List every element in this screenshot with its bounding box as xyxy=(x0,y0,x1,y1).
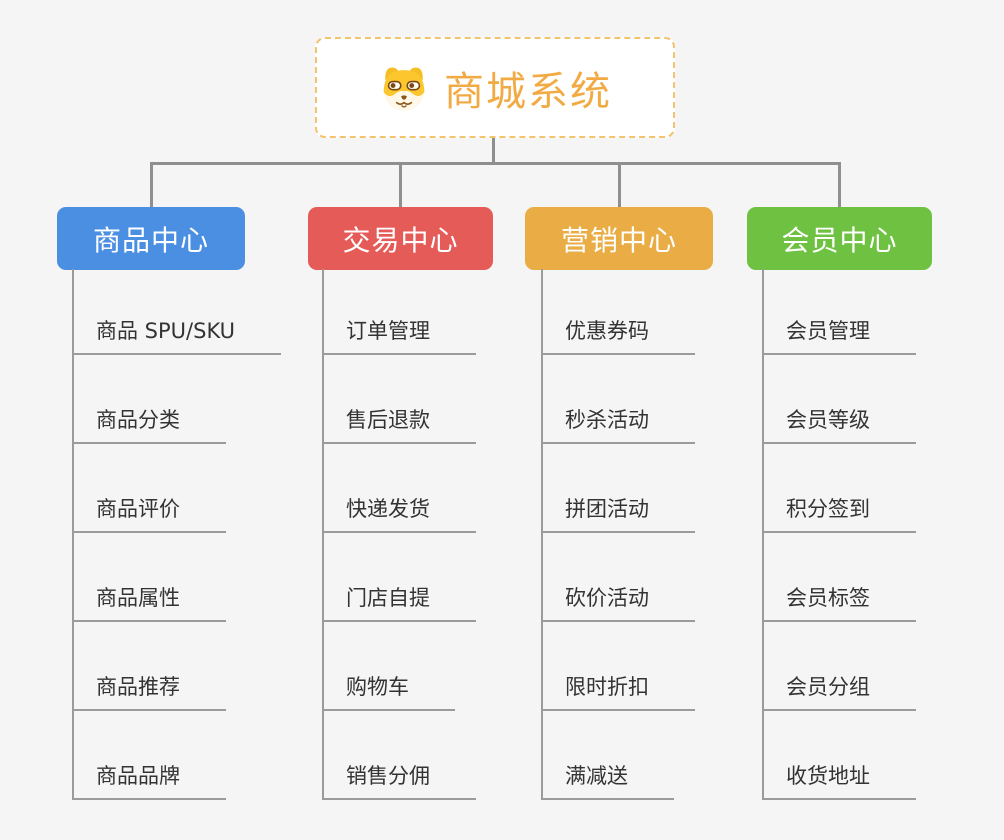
leaf-node[interactable]: 商品分类 xyxy=(74,355,226,444)
leaf-node-label: 快递发货 xyxy=(346,497,430,521)
connector-drop-4 xyxy=(838,162,841,208)
branch-children-marketing-center: 优惠券码 秒杀活动 拼团活动 砍价活动 限时折扣 满减送 xyxy=(541,269,695,800)
leaf-node[interactable]: 限时折扣 xyxy=(543,622,695,711)
leaf-node-label: 砍价活动 xyxy=(565,586,649,610)
leaf-node[interactable]: 积分签到 xyxy=(764,444,916,533)
leaf-node[interactable]: 快递发货 xyxy=(324,444,476,533)
leaf-node[interactable]: 会员等级 xyxy=(764,355,916,444)
branch-node-trade-center[interactable]: 交易中心 xyxy=(308,207,493,270)
leaf-node-label: 限时折扣 xyxy=(565,675,649,699)
root-node[interactable]: 商城系统 xyxy=(315,37,675,138)
leaf-node[interactable]: 商品推荐 xyxy=(74,622,226,711)
connector-root-stem xyxy=(492,137,495,165)
leaf-node[interactable]: 订单管理 xyxy=(324,269,476,355)
leaf-node[interactable]: 收货地址 xyxy=(764,711,916,800)
leaf-node[interactable]: 购物车 xyxy=(324,622,455,711)
leaf-node[interactable]: 拼团活动 xyxy=(543,444,695,533)
branch-label: 营销中心 xyxy=(560,223,677,257)
connector-horizontal xyxy=(150,162,841,165)
branch-node-product-center[interactable]: 商品中心 xyxy=(57,207,245,270)
leaf-node-label: 商品分类 xyxy=(96,408,180,432)
leaf-node-label: 会员分组 xyxy=(786,675,870,699)
leaf-node-label: 售后退款 xyxy=(346,408,430,432)
leaf-node-label: 会员等级 xyxy=(786,408,870,432)
connector-drop-3 xyxy=(618,162,621,208)
branch-label: 会员中心 xyxy=(781,223,898,257)
leaf-node-label: 满减送 xyxy=(565,764,628,788)
leaf-node[interactable]: 优惠券码 xyxy=(543,269,695,355)
branch-label: 商品中心 xyxy=(92,223,209,257)
leaf-node[interactable]: 商品品牌 xyxy=(74,711,226,800)
leaf-node-label: 秒杀活动 xyxy=(565,408,649,432)
leaf-node[interactable]: 会员标签 xyxy=(764,533,916,622)
root-node-label: 商城系统 xyxy=(444,68,612,115)
leaf-node-label: 优惠券码 xyxy=(565,319,649,343)
dog-face-icon xyxy=(383,67,425,111)
leaf-node-label: 商品品牌 xyxy=(96,764,180,788)
leaf-node[interactable]: 商品评价 xyxy=(74,444,226,533)
leaf-node-label: 拼团活动 xyxy=(565,497,649,521)
leaf-node[interactable]: 会员分组 xyxy=(764,622,916,711)
leaf-node[interactable]: 满减送 xyxy=(543,711,674,800)
branch-children-product-center: 商品 SPU/SKU 商品分类 商品评价 商品属性 商品推荐 商品品牌 xyxy=(72,269,282,800)
leaf-node[interactable]: 销售分佣 xyxy=(324,711,476,800)
leaf-node-label: 商品 SPU/SKU xyxy=(96,319,236,343)
connector-drop-2 xyxy=(399,162,402,208)
branch-node-marketing-center[interactable]: 营销中心 xyxy=(525,207,713,270)
leaf-node[interactable]: 售后退款 xyxy=(324,355,476,444)
leaf-node-label: 会员管理 xyxy=(786,319,870,343)
leaf-node[interactable]: 商品属性 xyxy=(74,533,226,622)
leaf-node[interactable]: 会员管理 xyxy=(764,269,916,355)
branch-label: 交易中心 xyxy=(342,223,459,257)
leaf-node[interactable]: 砍价活动 xyxy=(543,533,695,622)
leaf-node[interactable]: 门店自提 xyxy=(324,533,476,622)
branch-children-trade-center: 订单管理 售后退款 快递发货 门店自提 购物车 销售分佣 xyxy=(322,269,476,800)
leaf-node-label: 订单管理 xyxy=(346,319,430,343)
leaf-node-label: 积分签到 xyxy=(786,497,870,521)
branch-children-member-center: 会员管理 会员等级 积分签到 会员标签 会员分组 收货地址 xyxy=(762,269,916,800)
leaf-node[interactable]: 商品 SPU/SKU xyxy=(74,269,282,355)
leaf-node-label: 会员标签 xyxy=(786,586,870,610)
leaf-node-label: 商品推荐 xyxy=(96,675,180,699)
leaf-node-label: 购物车 xyxy=(346,675,409,699)
connector-drop-1 xyxy=(150,162,153,208)
leaf-node-label: 销售分佣 xyxy=(346,764,430,788)
leaf-node[interactable]: 秒杀活动 xyxy=(543,355,695,444)
leaf-node-label: 商品属性 xyxy=(96,586,180,610)
leaf-node-label: 门店自提 xyxy=(346,586,430,610)
leaf-node-label: 商品评价 xyxy=(96,497,180,521)
leaf-node-label: 收货地址 xyxy=(786,764,870,788)
branch-node-member-center[interactable]: 会员中心 xyxy=(747,207,932,270)
